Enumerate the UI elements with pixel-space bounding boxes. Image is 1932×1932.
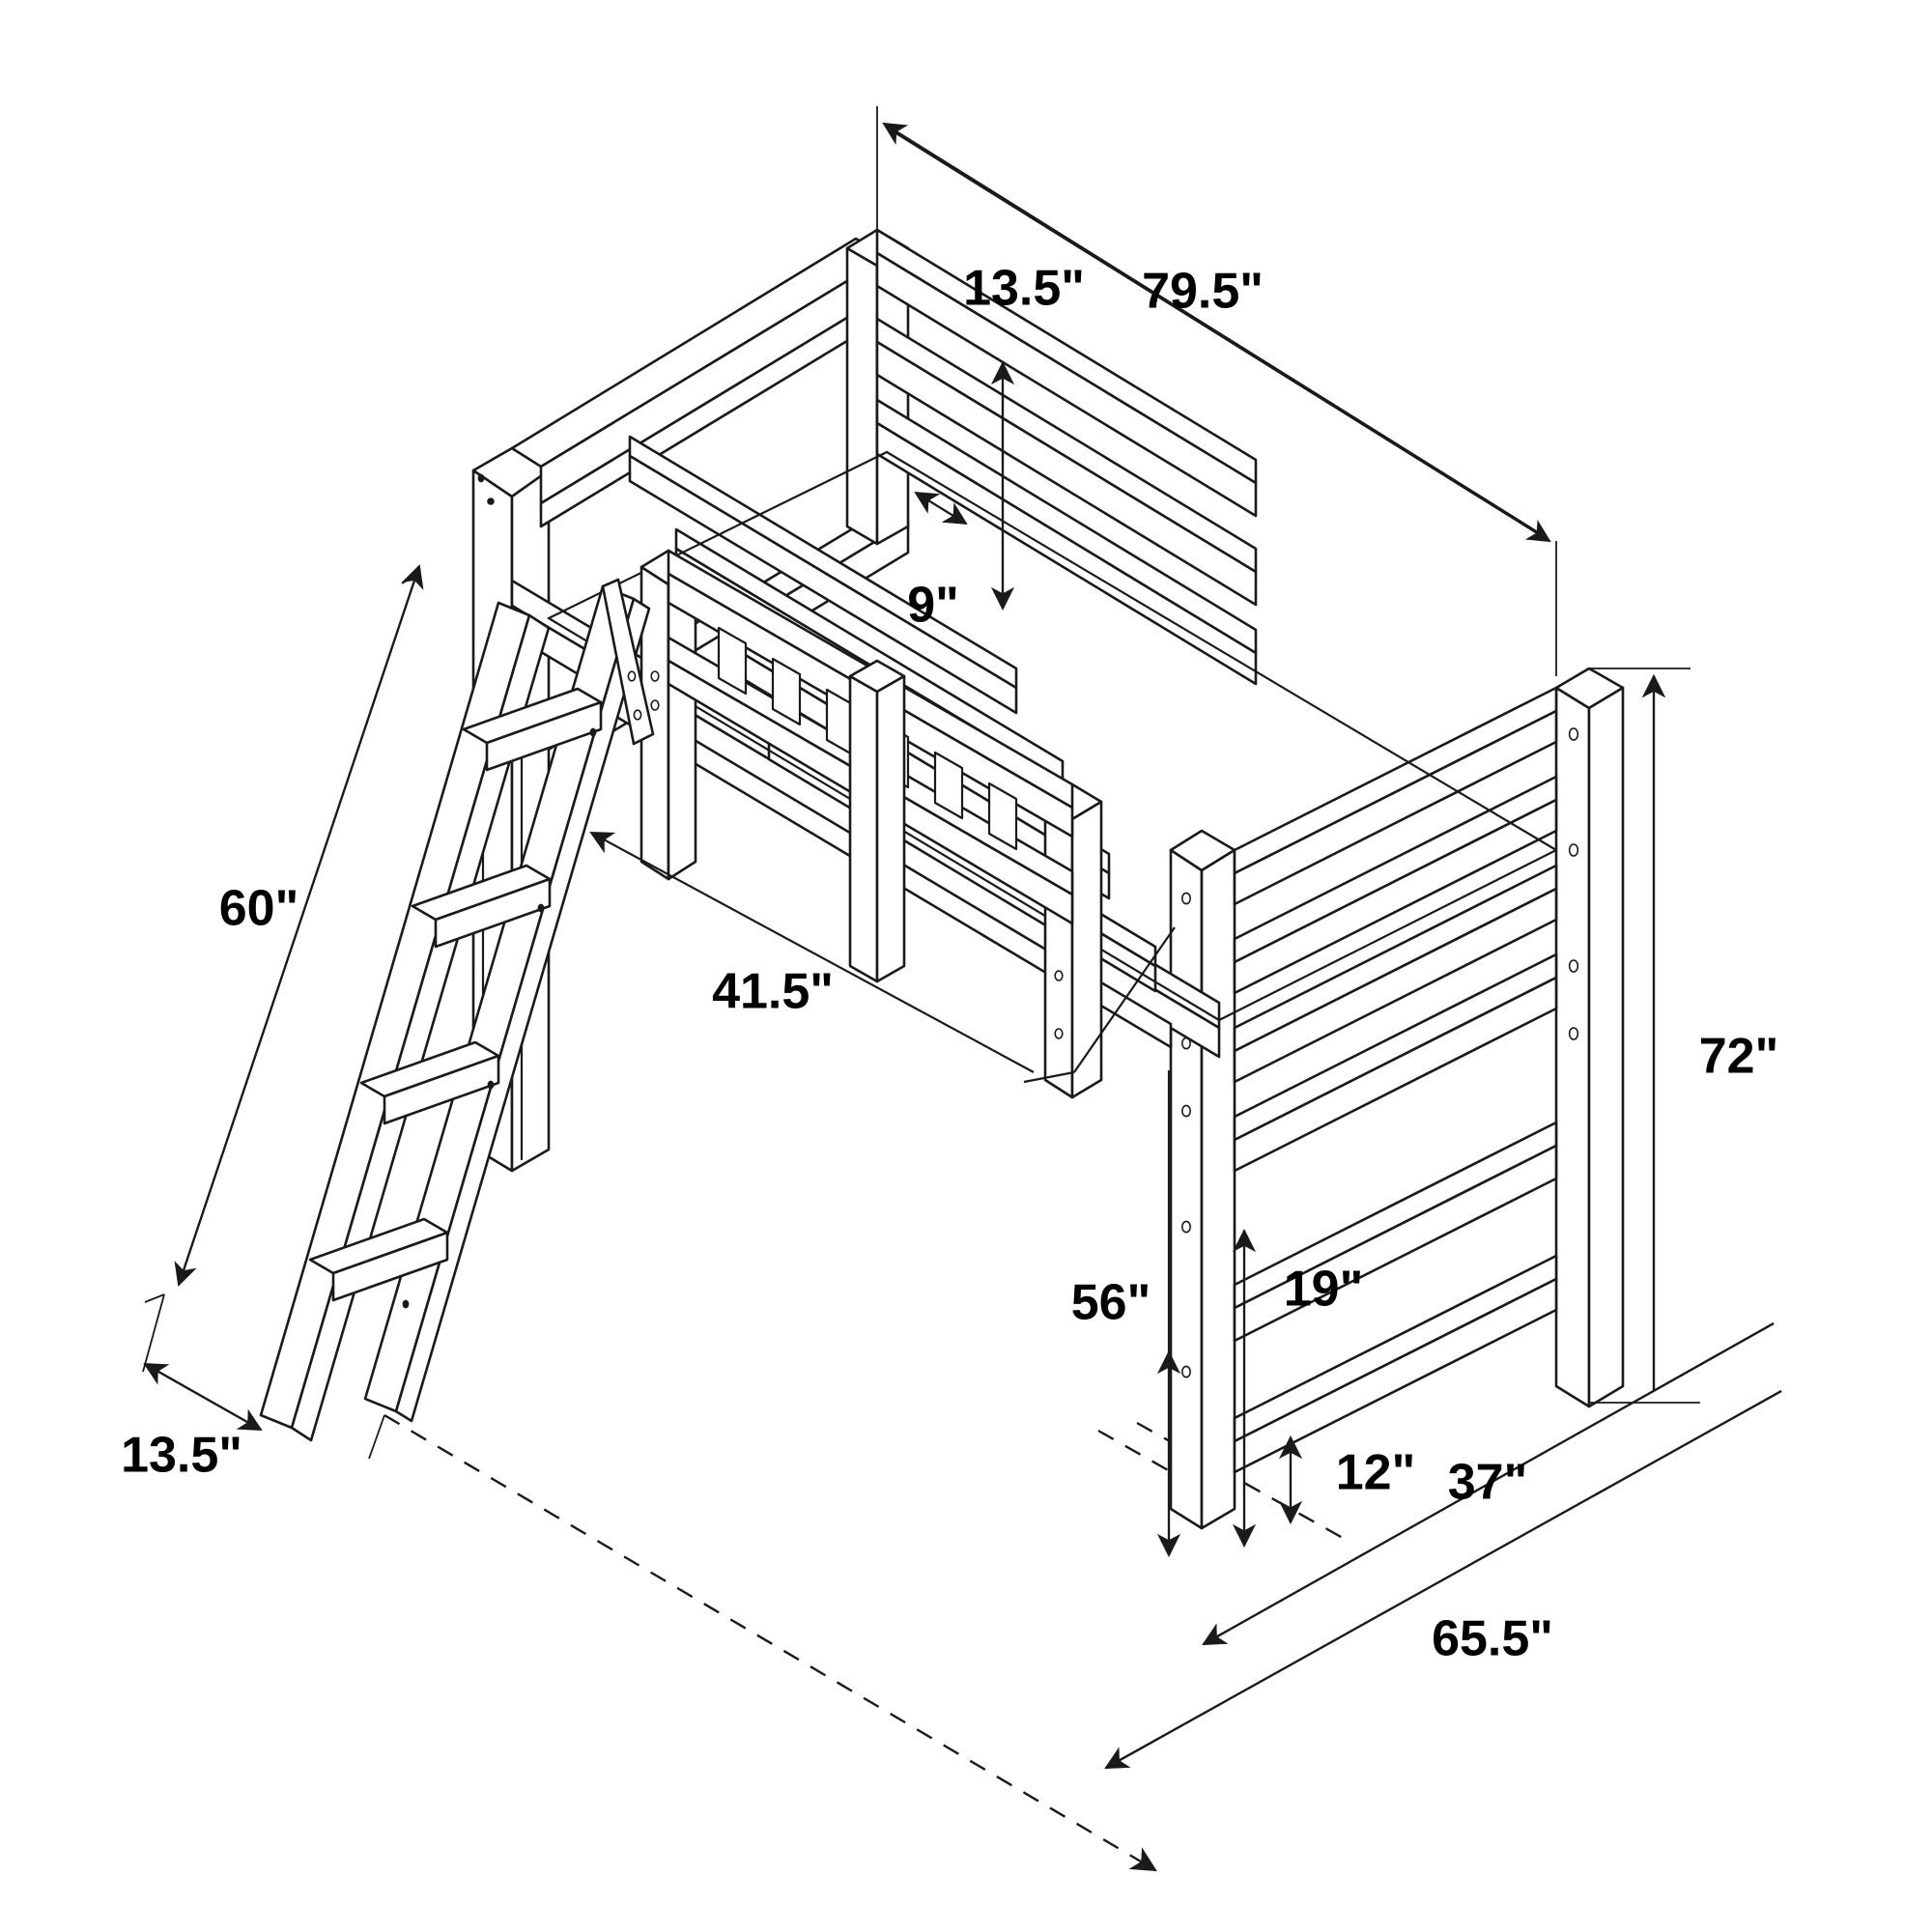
right-second-rail-face [875, 340, 1258, 607]
center-support-leg [848, 659, 906, 983]
foot-panel-slat-3-face [1233, 887, 1558, 1084]
foot-inner-post-side [1200, 848, 1236, 1530]
dim-label-deck-to-ladder-foot: 41.5" [712, 964, 834, 1020]
dim-label-lower-rail-height: 19" [1284, 1262, 1364, 1318]
foot-lower-rail-face [1233, 1277, 1558, 1474]
foot-middle-rail-face [1233, 1144, 1558, 1343]
dimension-overall-height: 72" [1589, 668, 1779, 1404]
dim-label-overall-width: 37" [1448, 1455, 1528, 1511]
foot-inner-post [1169, 848, 1204, 1530]
center-rail-right-post [1043, 800, 1074, 1099]
dim-label-ladder-length: 60" [219, 881, 299, 937]
right-front-post [1554, 686, 1591, 1408]
dimension-lower-rail-height: 19" [1232, 1228, 1364, 1548]
picket-1 [717, 626, 748, 696]
foot-end-guard-panel [1169, 686, 1558, 1530]
ladder-assembly [259, 473, 651, 1442]
center-rail-right-post-side [1070, 800, 1103, 1099]
dim-label-ladder-foot-offset: 13.5" [121, 1428, 242, 1484]
foot-panel-slat-1-face [1233, 709, 1558, 906]
center-leg-side [875, 674, 906, 983]
dim-label-deck-height: 56" [1071, 1275, 1151, 1331]
leader-deck-corner [1023, 926, 1176, 1084]
top-corner-post [845, 246, 879, 546]
ladder-rung-2-face [434, 877, 552, 949]
ladder-right-stringer-side [394, 597, 651, 1423]
foot-panel-slat-4-face [1233, 976, 1558, 1173]
right-side-upper-rails [845, 228, 1258, 686]
right-top-rail-face [875, 251, 1258, 518]
ladder-rung-1-face [485, 700, 603, 772]
ladder-top-bracket [601, 578, 655, 746]
ladder-rung-4-face [331, 1231, 449, 1302]
dimension-ladder-foot-offset: 13.5" [121, 1293, 385, 1484]
dim-label-overall-length: 79.5" [1142, 264, 1264, 320]
dimension-guardrail-height: 13.5" [963, 261, 1085, 611]
dimension-bottom-rail-height: 12" [1278, 1435, 1416, 1525]
ladder-rung-3-face [383, 1054, 500, 1125]
deck-slat-1-face [628, 454, 1018, 715]
ladder-bracket-plate [601, 578, 655, 746]
right-third-rail-face [875, 421, 1258, 686]
center-leg-front [848, 674, 879, 983]
dimension-deck-height: 56" [1071, 1070, 1181, 1558]
dimension-overall-width: 37" [1202, 1322, 1775, 1645]
dimension-slat-spacing: 9" [907, 491, 968, 634]
dim-label-footprint-depth: 65.5" [1432, 1611, 1553, 1667]
dimension-deck-to-ladder-foot: 41.5" [589, 832, 1035, 1073]
foot-panel-slat-2-face [1233, 798, 1558, 995]
ladder-left-stringer-side [290, 613, 551, 1442]
dim-label-bottom-rail-height: 12" [1336, 1445, 1416, 1501]
picket-2 [771, 657, 802, 726]
picket-6 [987, 781, 1018, 851]
right-front-post-side [1587, 686, 1625, 1408]
ladder-rung-group [308, 687, 603, 1302]
dimension-footprint-depth: 65.5" [1104, 1390, 1782, 1769]
right-front-post-group [1554, 667, 1625, 1408]
dim-label-overall-height: 72" [1699, 1029, 1779, 1085]
dimension-ladder-length: 60" [144, 564, 424, 1303]
dimension-overall-length: 79.5" [876, 106, 1557, 676]
picket-5 [933, 751, 964, 820]
dim-label-guardrail-height: 13.5" [963, 261, 1085, 317]
dim-label-slat-spacing: 9" [907, 578, 959, 634]
